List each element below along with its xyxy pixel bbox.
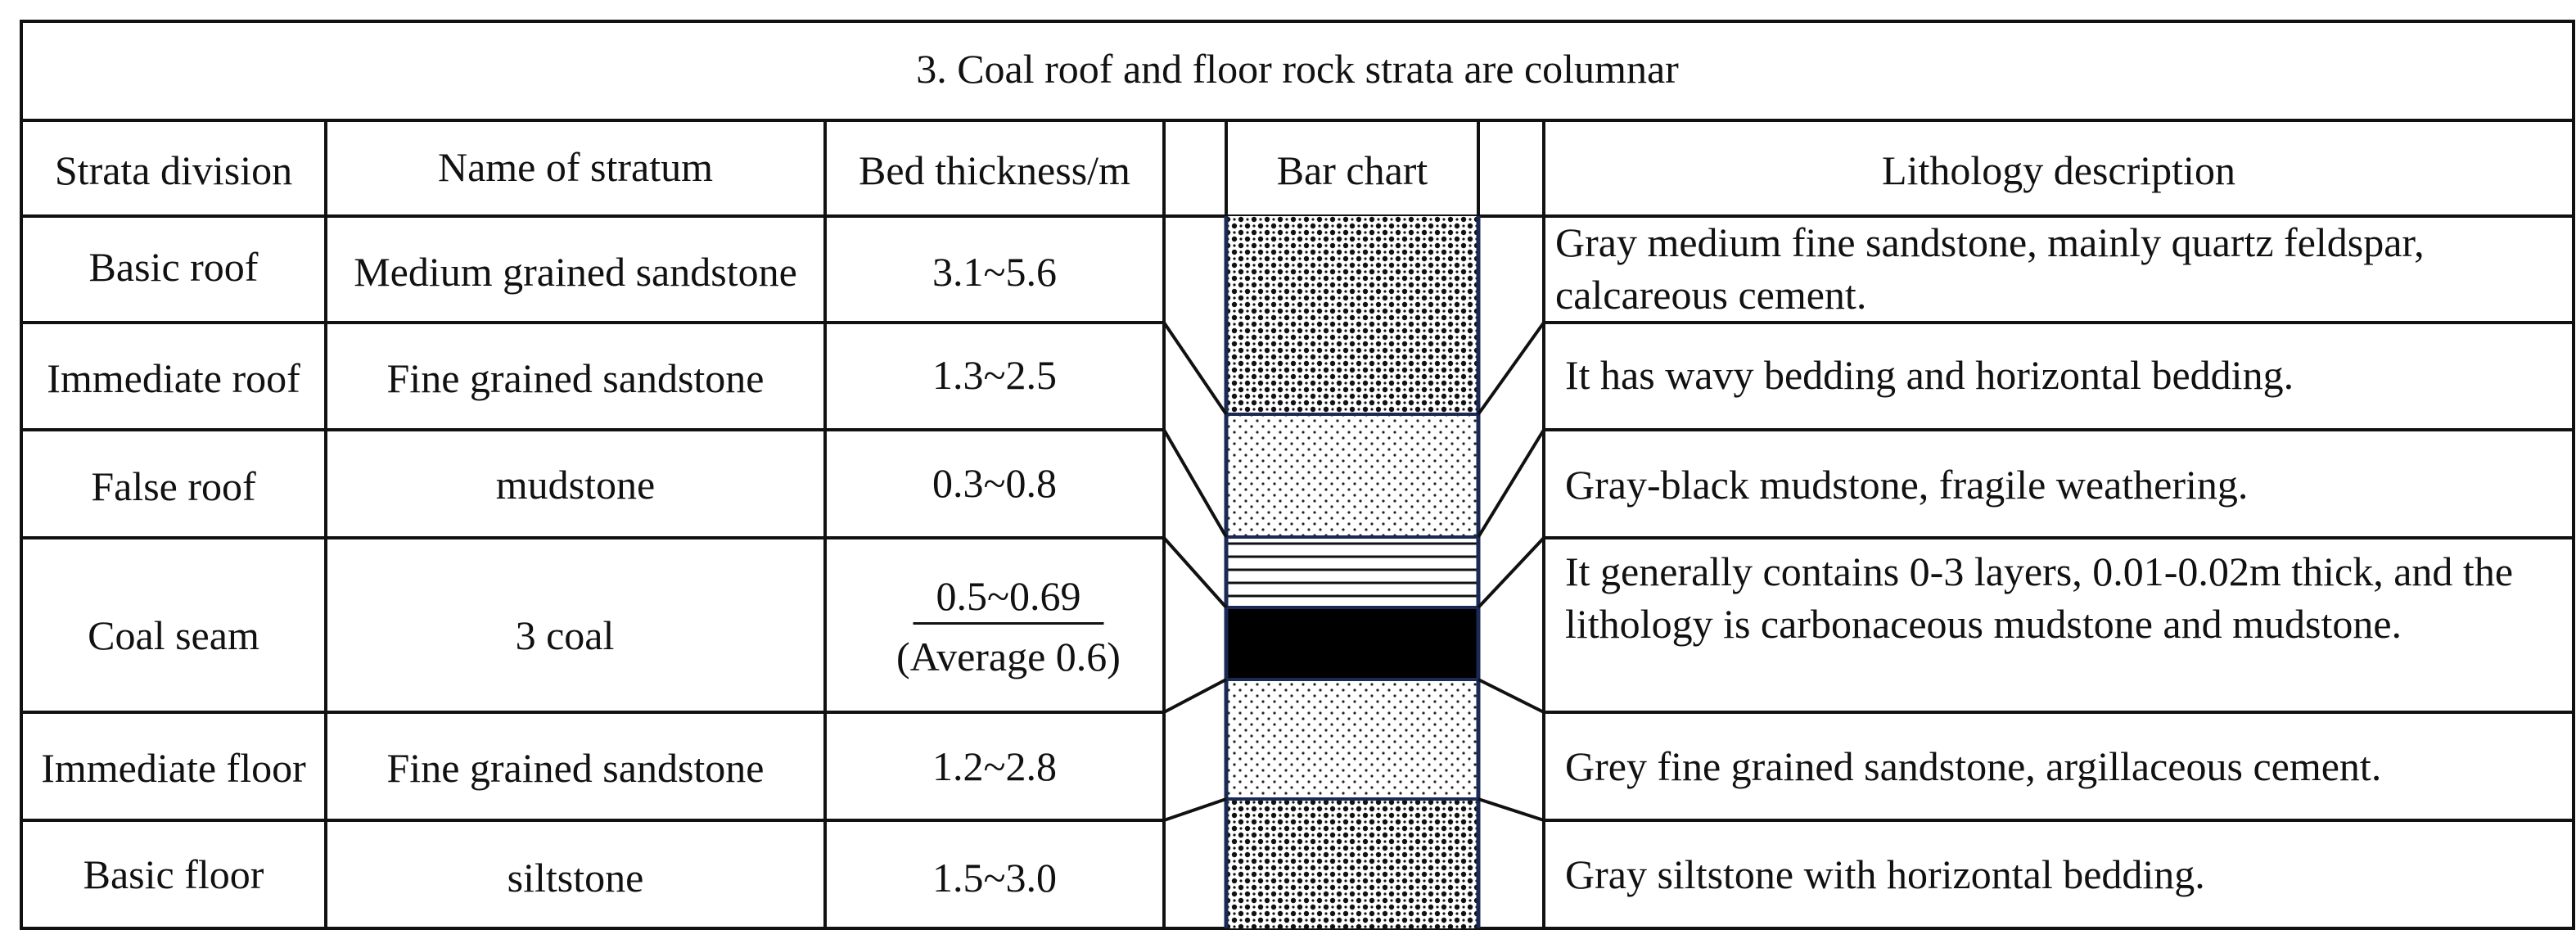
row-division: Basic floor bbox=[83, 851, 264, 897]
row-rules-left bbox=[21, 321, 1164, 822]
row-division: Immediate floor bbox=[41, 745, 306, 791]
row-name: Fine grained sandstone bbox=[386, 355, 765, 401]
connectors-right bbox=[1477, 321, 1545, 822]
row-description: It generally contains 0-3 layers, 0.01-0… bbox=[1565, 548, 2514, 647]
layer-immediate-floor bbox=[1226, 679, 1478, 799]
row-thickness-average: (Average 0.6) bbox=[896, 634, 1121, 679]
row-description: Grey fine grained sandstone, argillaceou… bbox=[1565, 743, 2382, 789]
layer-coal-seam bbox=[1226, 607, 1478, 679]
row-description: Gray siltstone with horizontal bedding. bbox=[1565, 851, 2205, 897]
row-description: Gray-black mudstone, fragile weathering. bbox=[1565, 462, 2249, 508]
row-thickness: 1.5~3.0 bbox=[932, 855, 1058, 901]
layer-basic-roof-and-immediate-roof bbox=[1226, 216, 1478, 414]
row-division: Coal seam bbox=[88, 612, 259, 658]
row-name: siltstone bbox=[507, 855, 644, 901]
row-division: False roof bbox=[91, 463, 256, 509]
row-rules-right bbox=[1544, 321, 2574, 822]
header-lithology-description: Lithology description bbox=[1882, 147, 2235, 193]
row-name: Fine grained sandstone bbox=[386, 745, 765, 791]
layer-coal-parting bbox=[1226, 537, 1478, 607]
header-bed-thickness: Bed thickness/m bbox=[859, 147, 1130, 193]
row-thickness: 0.3~0.8 bbox=[932, 460, 1058, 506]
row-name: 3 coal bbox=[515, 612, 615, 658]
row-name: Medium grained sandstone bbox=[354, 249, 797, 295]
header-bar-chart: Bar chart bbox=[1276, 147, 1428, 193]
figure-title: 3. Coal roof and floor rock strata are c… bbox=[916, 46, 1679, 92]
row-name: mudstone bbox=[495, 462, 656, 508]
row-division: Immediate roof bbox=[47, 355, 300, 401]
row-thickness-range: 0.5~0.69 bbox=[913, 570, 1104, 625]
header-name-of-stratum: Name of stratum bbox=[437, 144, 714, 190]
row-description: It has wavy bedding and horizontal beddi… bbox=[1565, 352, 2294, 398]
row-division: Basic roof bbox=[88, 244, 259, 290]
layer-false-roof bbox=[1226, 414, 1478, 537]
row-thickness: 3.1~5.6 bbox=[932, 249, 1058, 295]
connectors-left bbox=[1162, 321, 1228, 822]
thickness-range-value: 0.5~0.69 bbox=[913, 570, 1104, 625]
layer-basic-floor bbox=[1226, 799, 1478, 928]
header-strata-division: Strata division bbox=[54, 147, 293, 193]
column-layer-boundaries bbox=[1226, 413, 1478, 801]
row-thickness: 1.2~2.8 bbox=[932, 743, 1058, 789]
row-thickness: 1.3~2.5 bbox=[932, 352, 1058, 398]
row-description: Gray medium fine sandstone, mainly quart… bbox=[1555, 219, 2425, 318]
